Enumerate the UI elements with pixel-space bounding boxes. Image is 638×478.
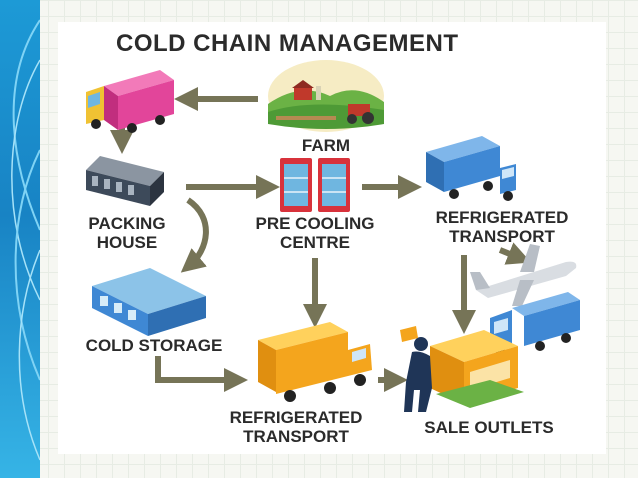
pink-truck-icon (86, 70, 174, 133)
fridge-icon (280, 158, 350, 212)
arrow-to-airplane (498, 242, 532, 265)
sale-outlet-icon (430, 330, 524, 408)
flow-arrows (110, 87, 532, 392)
farm-icon (268, 60, 384, 132)
worker-icon (400, 326, 432, 412)
label-transport-bottom-line2: TRANSPORT (243, 427, 349, 446)
orange-truck-icon (258, 322, 372, 402)
label-transport-bottom-line1: REFRIGERATED (229, 408, 363, 427)
label-pre-cooling-centre: PRE COOLING CENTRE (250, 214, 380, 252)
label-transport-top-line1: REFRIGERATED (435, 208, 569, 227)
label-refrigerated-transport-bottom: REFRIGERATED TRANSPORT (218, 408, 374, 446)
label-farm: FARM (301, 136, 351, 155)
label-sale-outlets: SALE OUTLETS (424, 418, 554, 437)
cold-storage-icon (92, 268, 206, 336)
diagram-title: COLD CHAIN MANAGEMENT (116, 30, 459, 57)
label-transport-top-line2: TRANSPORT (449, 227, 555, 246)
packing-house-icon (86, 156, 164, 206)
label-cold-storage: COLD STORAGE (85, 336, 223, 355)
label-pre-cooling-line2: CENTRE (280, 233, 350, 252)
arrow-packing-to-coldstorage (180, 197, 209, 273)
label-packing-house-line2: HOUSE (96, 233, 158, 252)
label-packing-house: PACKING HOUSE (72, 214, 182, 252)
arrow-coldstorage-to-transport (155, 356, 248, 392)
blue-truck-icon (426, 136, 516, 201)
label-pre-cooling-line1: PRE COOLING (255, 214, 375, 233)
swirl-decoration (11, 19, 40, 461)
left-decorative-band (0, 0, 40, 478)
label-packing-house-line1: PACKING (88, 214, 166, 233)
label-refrigerated-transport-top: REFRIGERATED TRANSPORT (424, 208, 580, 246)
airplane-icon (470, 244, 577, 306)
